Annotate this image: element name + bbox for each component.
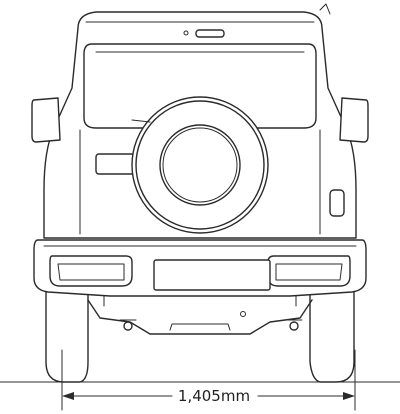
dimension-arrow-right bbox=[343, 392, 355, 400]
dimension-arrow-left bbox=[62, 392, 74, 400]
left-rear-combination-lamp bbox=[49, 255, 133, 287]
right-tow-hook bbox=[285, 319, 303, 331]
spare-wheel-rim bbox=[162, 127, 238, 203]
left-rear-lamp-lens bbox=[57, 263, 125, 281]
right-rear-lamp-lens bbox=[275, 263, 343, 281]
exhaust-shield bbox=[169, 323, 231, 331]
tailgate-handle bbox=[95, 153, 135, 175]
right-side-mirror bbox=[339, 97, 369, 143]
spare-tire-inner-edge bbox=[135, 100, 265, 230]
spare-tire-cover-center bbox=[159, 124, 241, 206]
tailgate-seams bbox=[79, 129, 321, 235]
fuel-door bbox=[329, 189, 345, 217]
left-side-mirror bbox=[31, 97, 61, 143]
bumper-brackets bbox=[103, 295, 297, 307]
track-width-label: 1,405mm bbox=[178, 387, 250, 405]
rear-wiper bbox=[131, 119, 151, 123]
rear-window bbox=[83, 43, 317, 129]
chassis-bolt bbox=[240, 311, 246, 317]
chassis-underbody bbox=[87, 299, 313, 335]
high-mount-stop-lamp bbox=[195, 29, 225, 38]
rear-washer-nozzle bbox=[183, 30, 189, 36]
antenna bbox=[319, 3, 331, 15]
license-plate-recess bbox=[153, 259, 271, 291]
left-tow-hook bbox=[119, 319, 137, 331]
right-rear-combination-lamp bbox=[267, 255, 351, 287]
